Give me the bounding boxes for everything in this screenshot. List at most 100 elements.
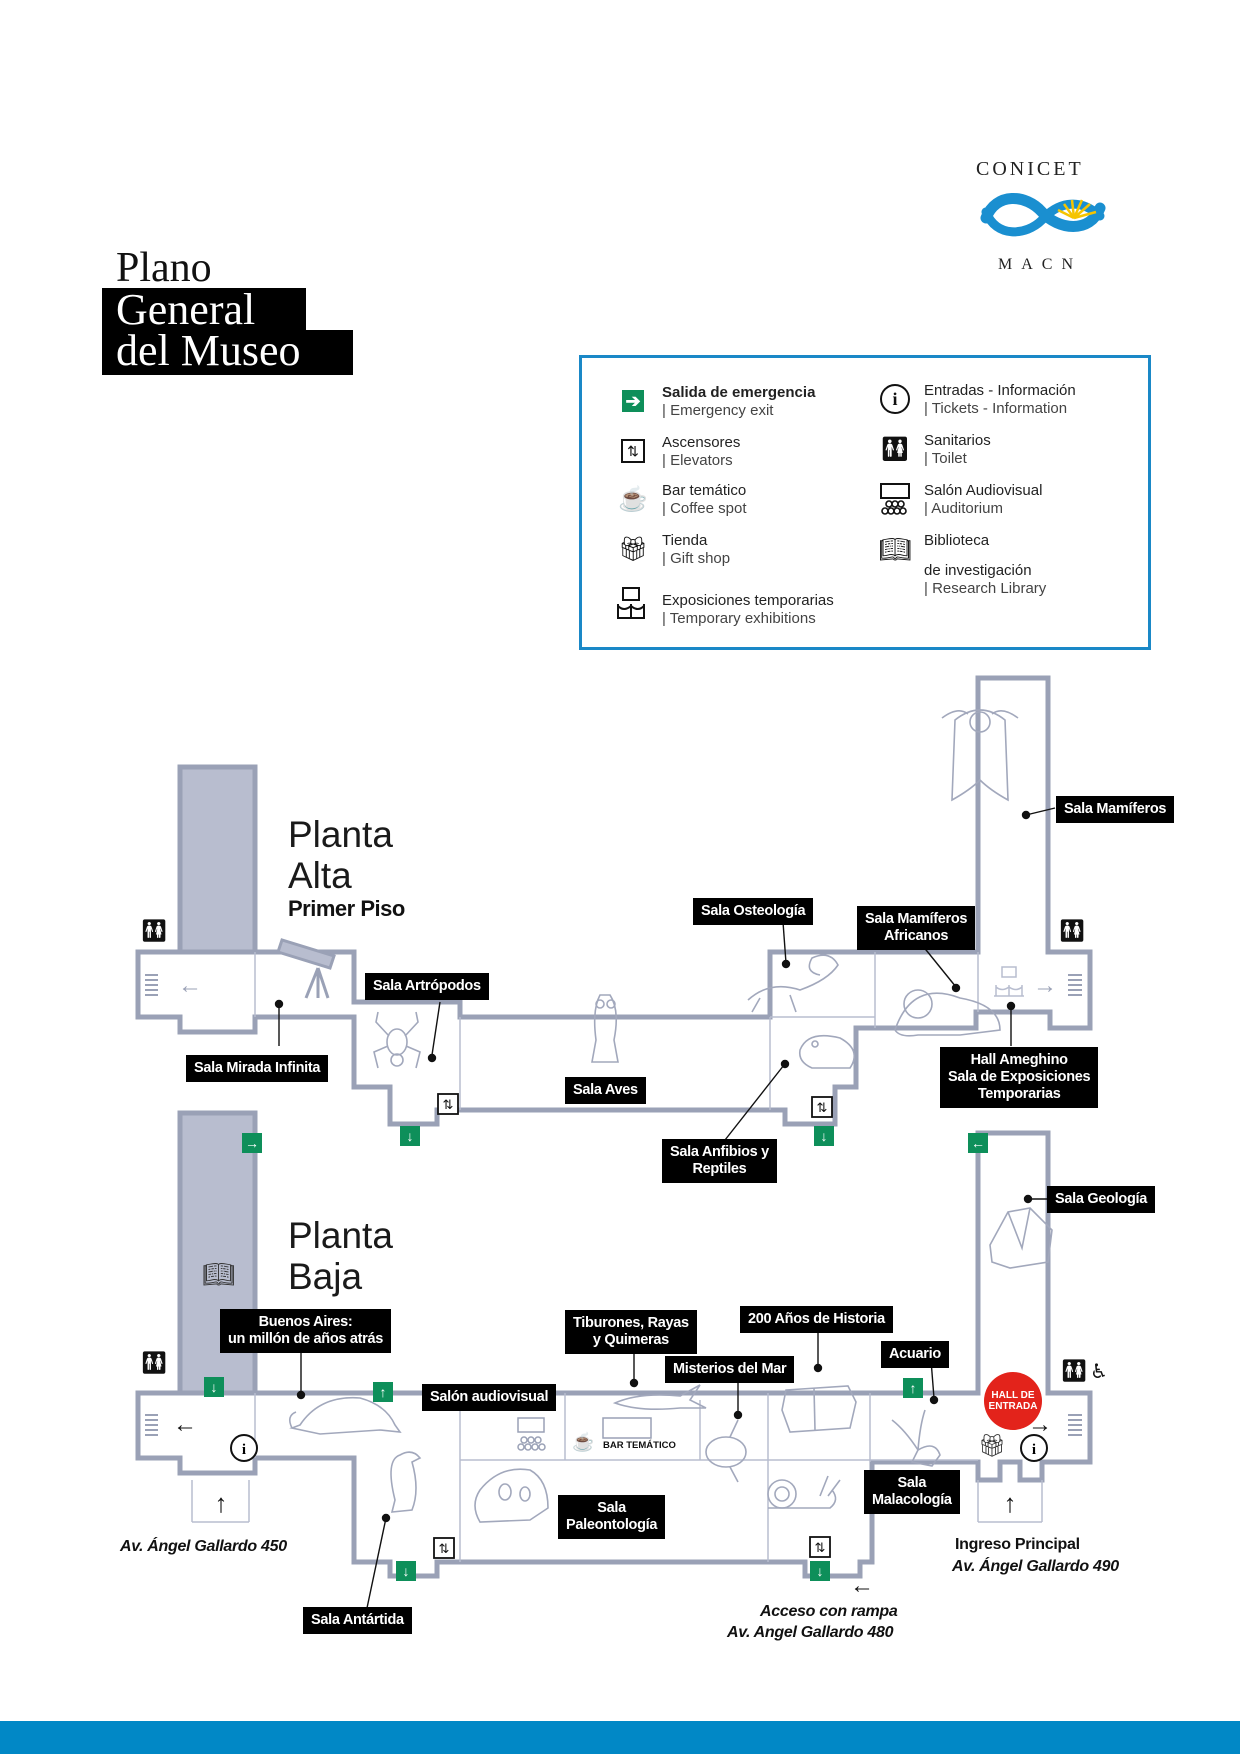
legend-sub: | Emergency exit <box>662 402 774 419</box>
legend-item-elevators: ⇅ Ascensores| Elevators <box>616 434 740 470</box>
stairs-icon <box>1068 974 1082 996</box>
label-line: y Quimeras <box>592 1332 669 1348</box>
lion-illustration <box>894 989 1001 1037</box>
toilet-icon: 🚻︎ <box>140 918 168 943</box>
label-line: Hall Ameghino <box>970 1052 1068 1068</box>
arrow-left-icon: ← <box>173 1411 197 1438</box>
library-icon: 📖︎ <box>202 1259 235 1289</box>
exit-arrow-icon: ↓ <box>814 1126 834 1146</box>
svg-text:⇅: ⇅ <box>439 1541 450 1556</box>
room-label-buenos-aires[interactable]: Buenos Aires:un millón de años atrás <box>220 1309 392 1353</box>
svg-text:↓: ↓ <box>403 1563 410 1579</box>
exit-arrow-icon: ↓ <box>400 1126 420 1146</box>
room-label-artropodos[interactable]: Sala Artrópodos <box>365 973 489 1000</box>
bat-illustration <box>941 709 1019 802</box>
exit-arrow-icon: ↓ <box>396 1561 416 1581</box>
ramp-access-title: Acceso con rampa <box>760 1603 898 1620</box>
exit-arrow-icon: ↓ <box>810 1561 830 1581</box>
room-label-aves[interactable]: Sala Aves <box>565 1077 646 1104</box>
anteater-illustration <box>747 954 839 1013</box>
arrow-left-icon: ← <box>178 972 202 999</box>
ramp-access-address: Av. Angel Gallardo 480 <box>727 1624 894 1641</box>
arrow-up-icon: ↑ <box>1004 1488 1017 1518</box>
logo-conicet-text: CONICET <box>976 158 1084 180</box>
legend-label: Salón Audiovisual <box>924 482 1043 499</box>
room-label-antartida[interactable]: Sala Antártida <box>303 1607 412 1634</box>
stairs-icon <box>145 974 158 996</box>
auditorium-icon <box>517 1417 546 1451</box>
elevator-icon: ⇅ <box>437 1093 459 1115</box>
room-label-salon-audiovisual[interactable]: Salón audiovisual <box>422 1384 557 1411</box>
footer-bar <box>0 1721 1240 1754</box>
legend-sub: | Gift shop <box>662 550 731 567</box>
label-line: Sala <box>897 1475 927 1491</box>
label-line: Temporarias <box>977 1086 1061 1102</box>
stairs-icon <box>1068 1414 1082 1436</box>
room-label-200-anos-historia[interactable]: 200 Años de Historia <box>740 1306 893 1333</box>
legend-label: Sanitarios <box>924 432 991 449</box>
legend-sub: | Toilet <box>924 450 967 467</box>
legend-sub: | Coffee spot <box>662 500 747 517</box>
exit-arrow-icon: ↑ <box>903 1378 923 1398</box>
label-line: Buenos Aires: <box>258 1314 353 1330</box>
stairs-markers <box>145 974 1082 1436</box>
label-line: Sala <box>597 1500 626 1516</box>
address-west: Av. Ángel Gallardo 450 <box>120 1538 287 1555</box>
title-bg-block <box>102 288 306 330</box>
legend-sub: | Auditorium <box>924 500 1003 517</box>
toilet-icon: 🚻︎ <box>140 1350 168 1375</box>
toilet-icon: 🚻︎ <box>1058 918 1086 943</box>
upper-floor-title-2: Alta <box>288 855 352 896</box>
label-line: Malacología <box>872 1492 952 1508</box>
room-label-osteologia[interactable]: Sala Osteología <box>693 898 814 925</box>
label-line: Tiburones, Rayas <box>573 1315 689 1331</box>
title-line-plano: Plano <box>116 245 212 291</box>
svg-text:i: i <box>1032 1442 1036 1458</box>
arrow-left-icon: ← <box>850 1572 874 1599</box>
room-label-mirada-infinita[interactable]: Sala Mirada Infinita <box>186 1055 329 1082</box>
bar-tematico-label: BAR TEMÁTICO <box>603 1440 676 1451</box>
label-line: Sala de Exposiciones <box>948 1069 1091 1085</box>
svg-text:↑: ↑ <box>380 1384 387 1400</box>
legend-label: Salida de emergencia <box>662 384 816 401</box>
legend-item-info: i Entradas - Información| Tickets - Info… <box>878 382 1076 418</box>
legend-box: ➔ Salida de emergencia| Emergency exit ⇅… <box>579 355 1151 650</box>
dinosaur-skull-illustration <box>474 1468 549 1523</box>
toilet-markers: 🚻︎ 🚻︎ 🚻︎ 🚻︎ ♿︎ <box>140 918 1108 1383</box>
legend-label: Tienda <box>662 532 708 549</box>
gift-icon: 🎁︎ <box>978 1433 1006 1458</box>
auditorium-icon <box>880 483 910 515</box>
room-label-geologia[interactable]: Sala Geología <box>1047 1186 1155 1213</box>
info-markers: i i <box>230 1434 1048 1462</box>
svg-text:⇅: ⇅ <box>817 1100 828 1115</box>
info-icon: i <box>230 1434 258 1462</box>
svg-text:⇅: ⇅ <box>443 1097 454 1112</box>
info-icon: i <box>880 384 910 414</box>
label-line: Sala Mamíferos <box>865 911 968 927</box>
elevator-icon: ⇅ <box>433 1537 455 1559</box>
svg-text:i: i <box>242 1442 246 1458</box>
label-line: Africanos <box>884 928 949 944</box>
room-label-acuario[interactable]: Acuario <box>881 1341 949 1368</box>
legend-item-emergency-exit: ➔ Salida de emergencia| Emergency exit <box>616 384 815 420</box>
elevator-icon: ⇅ <box>811 1096 833 1118</box>
room-label-misterios-del-mar[interactable]: Misterios del Mar <box>665 1356 795 1383</box>
legend-item-gift-shop: 🎁︎ Tienda| Gift shop <box>616 532 730 568</box>
chest-illustration <box>781 1385 857 1433</box>
room-label-mamiferos[interactable]: Sala Mamíferos <box>1056 796 1175 823</box>
legend-item-toilet: 🚻︎ Sanitarios| Toilet <box>878 432 991 468</box>
toilet-icon: 🚻︎ <box>879 435 911 463</box>
upper-walls <box>135 675 1093 1127</box>
svg-text:↓: ↓ <box>407 1128 414 1144</box>
accessible-icon: ♿︎ <box>1090 1361 1108 1383</box>
rock-illustration <box>989 1207 1053 1269</box>
legend-label: Bar temático <box>662 482 747 499</box>
elevator-icon: ⇅ <box>809 1536 831 1558</box>
